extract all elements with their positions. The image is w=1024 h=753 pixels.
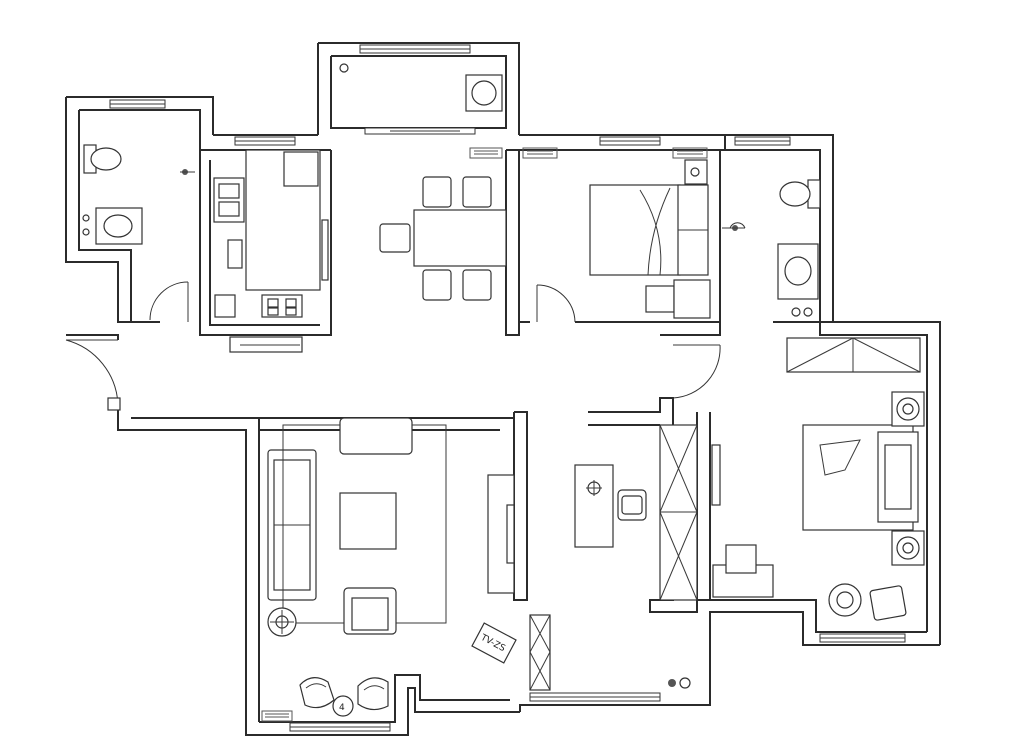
fridge — [283, 151, 319, 187]
living-room: TV-ZS 4 — [261, 417, 517, 722]
kitchen — [213, 149, 329, 353]
chair — [462, 176, 492, 208]
left-bathroom — [82, 144, 195, 245]
lounge-chair — [357, 677, 389, 711]
chair — [379, 223, 411, 253]
side-table-round — [332, 695, 354, 717]
desk — [712, 564, 774, 598]
toilet-icon — [779, 181, 811, 207]
coffee-table — [339, 492, 397, 550]
chair — [422, 176, 452, 208]
study — [529, 424, 698, 691]
dining-table — [413, 209, 507, 267]
right-bathroom — [777, 179, 821, 317]
dining-area — [379, 147, 507, 301]
number-label: 4 — [339, 703, 345, 713]
windows — [109, 44, 906, 732]
bedroom — [522, 147, 745, 319]
chair — [422, 269, 452, 301]
sink-icon — [103, 214, 133, 238]
top-balcony — [339, 63, 503, 112]
armchair — [869, 585, 907, 621]
toilet-icon — [90, 147, 122, 171]
right-room — [711, 337, 925, 621]
doors — [65, 222, 746, 411]
kitchen-counter — [245, 149, 321, 291]
sink-icon — [784, 256, 812, 286]
desk — [574, 464, 614, 548]
remote-icon — [471, 622, 517, 664]
chair — [462, 269, 492, 301]
exterior-walls — [65, 42, 941, 736]
ottoman — [339, 417, 413, 455]
lounge-chair — [299, 677, 335, 709]
bed — [589, 184, 681, 276]
